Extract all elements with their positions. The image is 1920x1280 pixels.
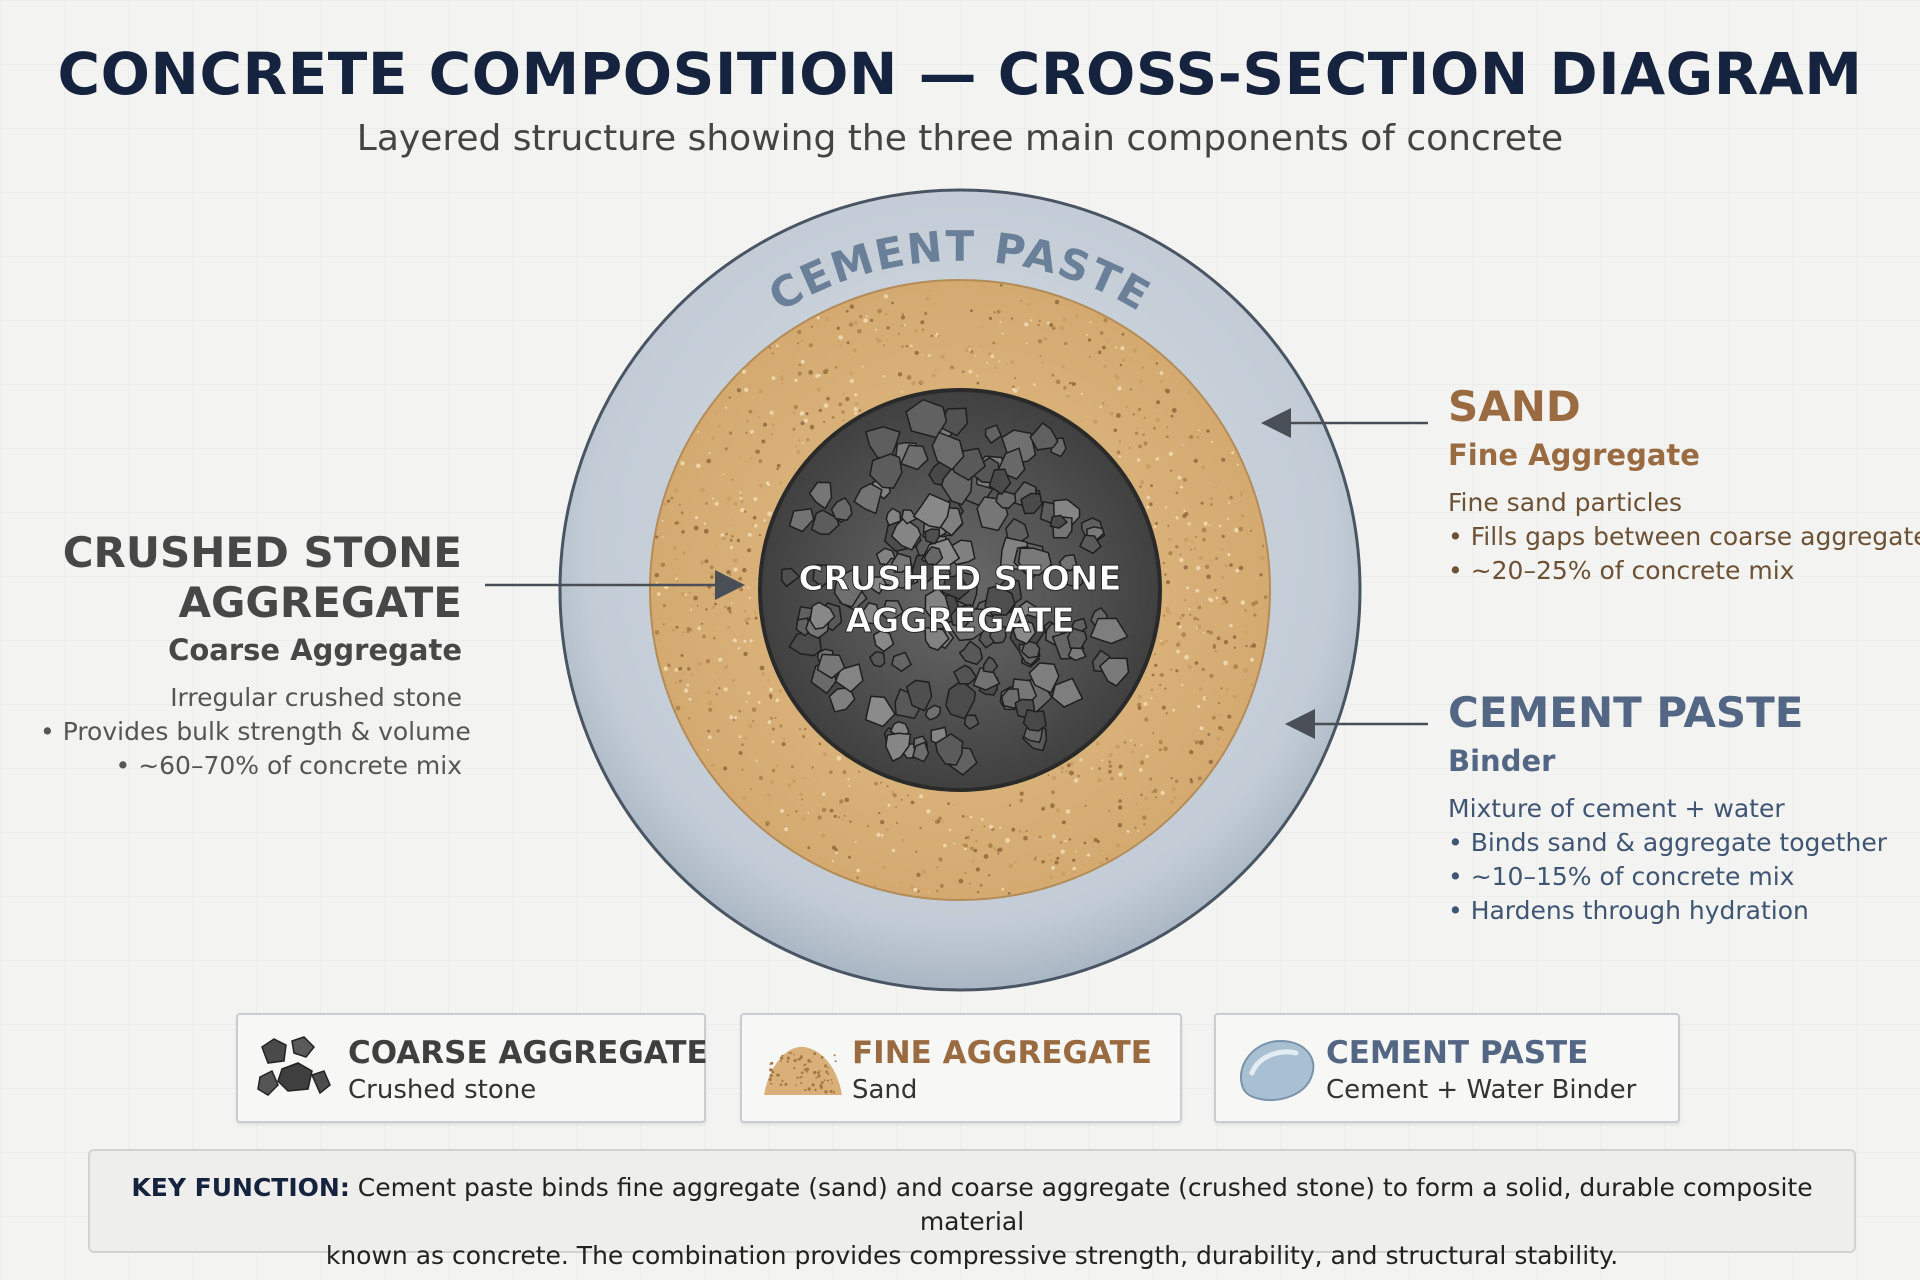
- key-function-box: KEY FUNCTION: Cement paste binds fine ag…: [88, 1149, 1856, 1270]
- legend-fine-sub: Sand: [852, 1075, 918, 1105]
- sand-callout-heading: SAND: [1448, 382, 1581, 431]
- key-function-label: KEY FUNCTION:: [131, 1173, 350, 1202]
- page-title: CONCRETE COMPOSITION — CROSS-SECTION DIA…: [57, 40, 1863, 108]
- sand-pile-icon: [764, 1046, 842, 1095]
- sand-callout-description: Fine sand particles • Fills gaps between…: [1448, 487, 1920, 585]
- coarse-callout-heading: CRUSHED STONE AGGREGATE: [62, 528, 462, 627]
- legend-fine-aggregate: FINE AGGREGATE Sand: [740, 1013, 1182, 1123]
- legend-coarse-aggregate: COARSE AGGREGATE Crushed stone: [236, 1013, 708, 1123]
- legend-coarse-sub: Crushed stone: [348, 1075, 537, 1105]
- core-label-line1: CRUSHED STONE: [798, 559, 1121, 599]
- legend-fine-title: FINE AGGREGATE: [852, 1035, 1152, 1071]
- coarse-callout-subheading: Coarse Aggregate: [168, 633, 462, 668]
- cross-section-diagram: CEMENT PASTE CRUSHED STONE AGGREGATE: [485, 188, 1428, 992]
- legend-paste-sub: Cement + Water Binder: [1326, 1075, 1637, 1105]
- stone-texture: [780, 398, 1130, 776]
- paste-callout-subheading: Binder: [1448, 743, 1556, 778]
- legend-paste-title: CEMENT PASTE: [1326, 1035, 1589, 1071]
- sand-callout: SAND Fine Aggregate Fine sand particles …: [1448, 382, 1920, 588]
- paste-blob-icon: [1239, 1039, 1315, 1101]
- page-subtitle: Layered structure showing the three main…: [356, 118, 1564, 159]
- coarse-aggregate-callout: CRUSHED STONE AGGREGATE Coarse Aggregate…: [40, 528, 471, 783]
- legend-coarse-title: COARSE AGGREGATE: [348, 1035, 708, 1071]
- key-function-text-2: known as concrete. The combination provi…: [325, 1241, 1619, 1270]
- core-label-line2: AGGREGATE: [845, 601, 1075, 641]
- stone-icon: [257, 1036, 331, 1096]
- key-function-text-1: Cement paste binds fine aggregate (sand)…: [349, 1173, 1813, 1236]
- sand-callout-subheading: Fine Aggregate: [1448, 437, 1700, 472]
- paste-callout-description: Mixture of cement + water • Binds sand &…: [1448, 793, 1888, 925]
- paste-callout-heading: CEMENT PASTE: [1448, 688, 1804, 737]
- legend-cement-paste: CEMENT PASTE Cement + Water Binder: [1214, 1013, 1680, 1123]
- coarse-callout-description: Irregular crushed stone • Provides bulk …: [40, 683, 471, 781]
- cement-paste-callout: CEMENT PASTE Binder Mixture of cement + …: [1448, 688, 1908, 928]
